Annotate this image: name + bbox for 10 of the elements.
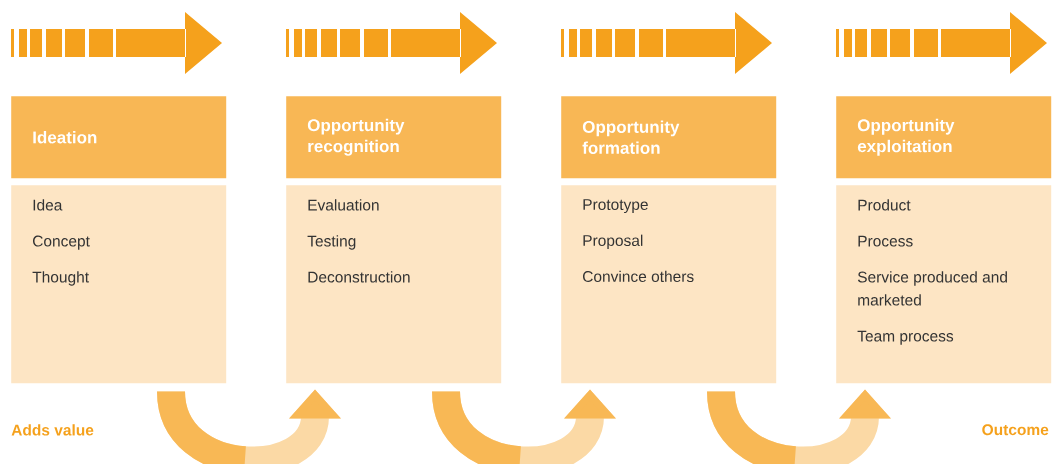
body-box: Prototype Proposal Convince others: [561, 185, 777, 384]
side-label: Outcome: [982, 424, 1049, 436]
header-box: Opportunity formation: [561, 96, 777, 179]
body-box: Product Process Service produced and marketed Team process: [836, 185, 1052, 384]
side-label: Adds value: [11, 424, 94, 436]
body-box: Idea Concept Thought: [11, 185, 227, 384]
body-box: Evaluation Testing Deconstruction: [286, 185, 502, 384]
header-box: Opportunity recognition: [286, 96, 502, 179]
header-box: Ideation: [11, 96, 227, 179]
header-box: Opportunity exploitation: [836, 96, 1052, 179]
